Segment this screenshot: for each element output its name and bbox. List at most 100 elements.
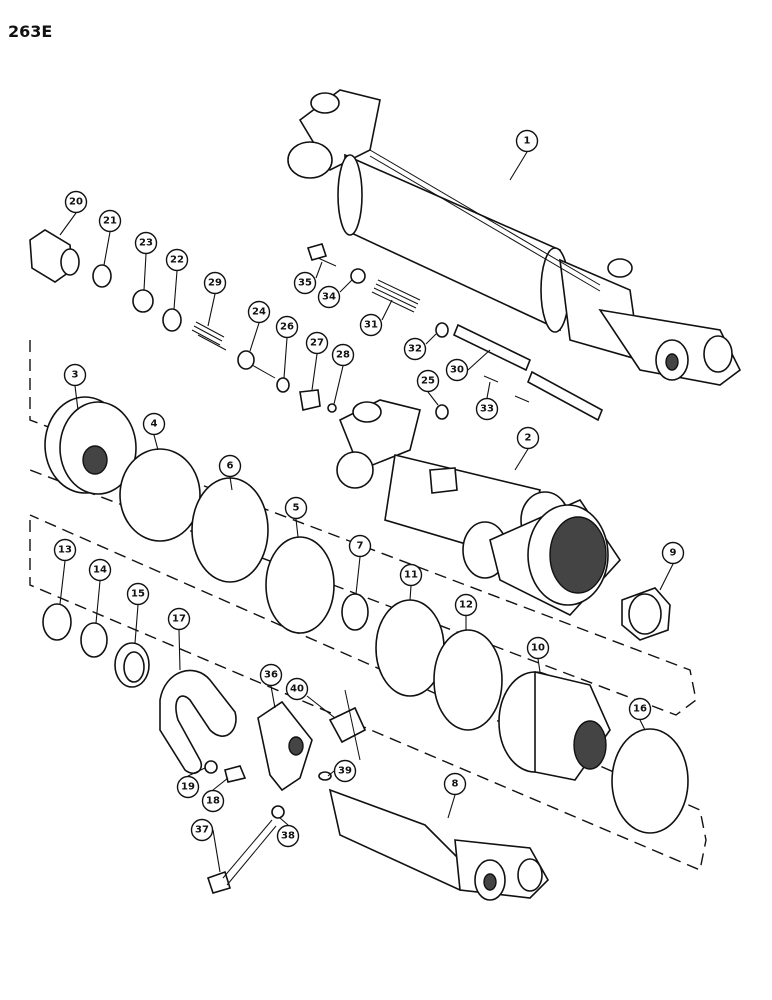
callout-16: 16 [628,697,652,721]
callout-number: 18 [206,796,220,807]
callout-circle [475,397,499,421]
callout-30: 30 [445,358,469,382]
callout-8: 8 [443,772,467,796]
callout-circle [218,454,242,478]
callout-28: 28 [331,343,355,367]
callout-33: 33 [475,397,499,421]
callout-number: 1 [524,136,531,147]
o-ring-22-part [162,308,182,332]
callout-37: 37 [190,818,214,842]
callout-number: 13 [58,545,72,556]
callout-circle [359,313,383,337]
callout-circle [167,607,191,631]
callout-5: 5 [284,496,308,520]
callout-number: 7 [357,541,364,552]
callout-20: 20 [64,190,88,214]
callout-number: 17 [172,614,186,625]
callout-9: 9 [661,541,685,565]
callout-10: 10 [526,636,550,660]
pin-30-part [452,323,532,372]
callout-34: 34 [317,285,341,309]
callout-circle [403,337,427,361]
callout-circle [333,759,357,783]
callout-23: 23 [134,231,158,255]
callout-27: 27 [305,331,329,355]
rod-8-part [328,788,549,901]
seal-15-inner [123,651,145,683]
callout-circle [176,775,200,799]
callout-number: 9 [670,548,677,559]
callout-circle [165,248,189,272]
callout-number: 28 [336,350,350,361]
callout-circle [201,789,225,813]
pin-33b-part [526,370,604,422]
callout-number: 15 [131,589,145,600]
washer-39-part [318,771,332,781]
callout-circle [126,582,150,606]
callout-number: 27 [310,338,324,349]
o-ring-26-part [276,377,290,393]
callout-3: 3 [63,363,87,387]
ring-6-part [191,477,269,583]
callout-number: 29 [208,278,222,289]
assembled-cylinder-part [287,89,742,386]
callout-40: 40 [285,677,309,701]
callout-circle [516,426,540,450]
callout-number: 12 [459,600,473,611]
callout-number: 39 [338,766,352,777]
check-25-part [435,404,449,420]
page-code: 263E [8,22,53,41]
spring-29-part [191,321,227,351]
callout-circle [203,271,227,295]
callout-number: 11 [404,570,418,581]
callout-35: 35 [293,271,317,295]
callout-number: 40 [290,684,304,695]
callout-circle [443,772,467,796]
valve-24-part [237,350,276,379]
callout-38: 38 [276,824,300,848]
callout-number: 19 [181,782,195,793]
callout-number: 3 [72,370,79,381]
bolt-37-shaft [222,819,273,879]
callout-circle [63,363,87,387]
ball-28-part [327,403,337,413]
bracket-36-hole [288,736,304,756]
cotter-33b-part [514,395,530,403]
upper-kit-group-outline [29,340,697,716]
callout-circle [64,190,88,214]
callout-circle [98,209,122,233]
callout-number: 36 [264,670,278,681]
cotter-33-part [483,375,499,383]
callout-24: 24 [247,300,271,324]
callout-number: 10 [531,643,545,654]
callout-circle [399,563,423,587]
callout-circle [454,593,478,617]
callout-29: 29 [203,271,227,295]
nut-34-part [350,268,366,284]
callout-17: 17 [167,607,191,631]
washer-32-part [435,322,449,338]
spring-31-part [371,279,421,313]
callout-circle [275,315,299,339]
seat-27-part [299,389,321,411]
callout-number: 35 [298,278,312,289]
callout-number: 14 [93,565,107,576]
callout-number: 33 [480,404,494,415]
callout-circle [348,534,372,558]
callout-14: 14 [88,558,112,582]
bolt-37-shaft-b [226,825,277,886]
callout-number: 37 [195,825,209,836]
nut-9-part [621,587,671,641]
callout-18: 18 [201,789,225,813]
callout-number: 38 [281,831,295,842]
o-ring-21-part [92,264,112,288]
callout-circle [247,300,271,324]
callout-11: 11 [399,563,423,587]
callout-circle [284,496,308,520]
gland-10-part [498,670,611,781]
callout-number: 2 [525,433,532,444]
callout-25: 25 [416,369,440,393]
callout-number: 25 [421,376,435,387]
callout-19: 19 [176,775,200,799]
